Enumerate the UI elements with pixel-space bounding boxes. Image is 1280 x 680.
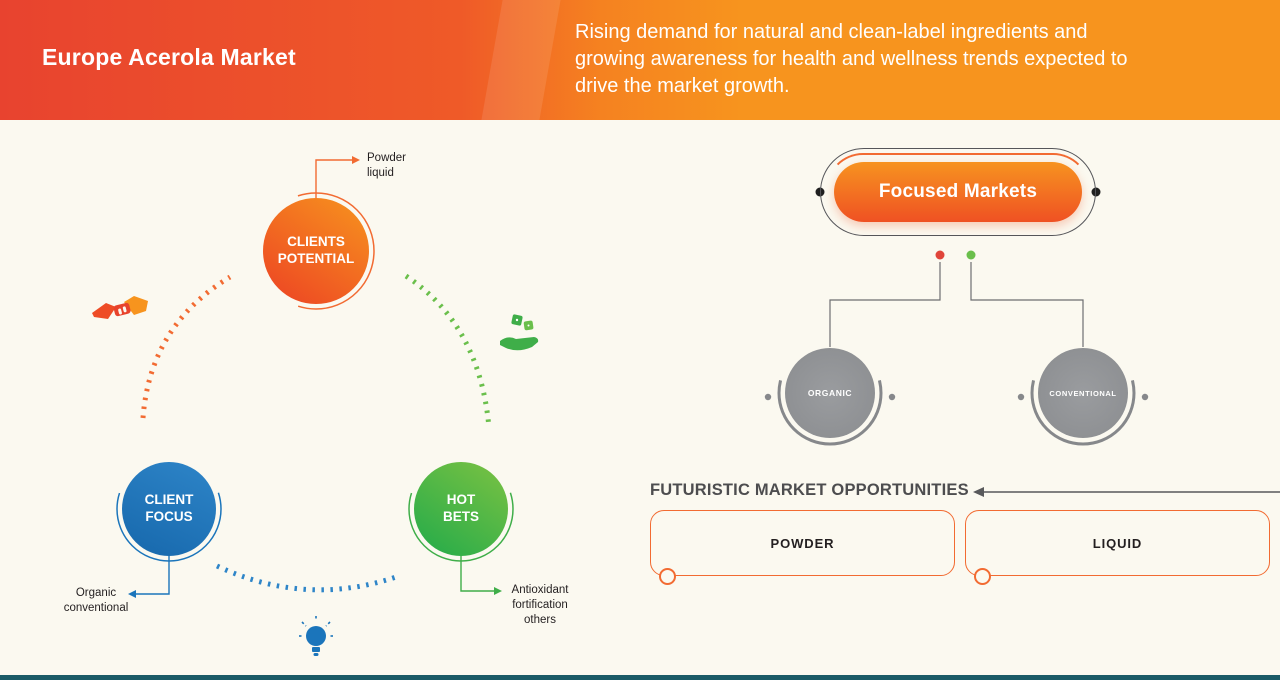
handshake-icon	[92, 296, 148, 319]
segment-organic: ORGANIC	[785, 348, 875, 438]
opportunity-liquid-label: LIQUID	[1092, 535, 1143, 551]
callout-antioxidant-line3: others	[524, 614, 556, 626]
opportunity-powder-ring	[659, 568, 676, 585]
branch-line-organic	[829, 262, 941, 347]
callout-antioxidant: Antioxidant fortification others	[498, 583, 582, 628]
focused-markets-orange-arc	[826, 153, 1090, 227]
connector-powder-liquid	[315, 159, 352, 198]
header-description-line3: drive the market growth.	[575, 75, 790, 97]
node-hot-bets: HOT BETS	[414, 462, 508, 556]
opportunity-box-liquid: LIQUID	[965, 510, 1270, 576]
branch-line-conventional	[970, 262, 1084, 347]
lightbulb-icon	[299, 616, 333, 656]
arrowhead-powder	[352, 156, 360, 164]
node-hot-bets-line2: BETS	[442, 509, 479, 524]
conventional-right-dot	[1141, 393, 1149, 401]
lightbulb-rays	[299, 616, 333, 637]
dotted-arc-orange	[140, 274, 232, 419]
callout-antioxidant-line2: fortification	[512, 599, 568, 611]
conventional-left-dot	[1017, 393, 1025, 401]
dotted-arc-green	[404, 273, 492, 429]
node-client-focus: CLIENT FOCUS	[122, 462, 216, 556]
callout-organic-conventional: Organic conventional	[48, 586, 144, 616]
opportunities-arrowhead	[973, 487, 984, 497]
node-clients-potential: CLIENTS POTENTIAL	[263, 198, 369, 304]
callout-powder-line2: liquid	[367, 167, 394, 179]
node-client-focus-line2: FOCUS	[145, 509, 193, 524]
organic-left-dot	[764, 393, 772, 401]
callout-antioxidant-line1: Antioxidant	[511, 584, 569, 596]
header-diagonal-stripe	[481, 0, 561, 120]
focused-markets-outline	[820, 148, 1096, 236]
header-description: Rising demand for natural and clean-labe…	[575, 19, 1235, 100]
opportunities-title: FUTURISTIC MARKET OPPORTUNITIES	[650, 481, 969, 499]
branch-dot-conventional	[966, 250, 976, 260]
focused-markets-pill: Focused Markets	[834, 162, 1082, 222]
branch-dot-organic	[935, 250, 945, 260]
callout-organic-line2: conventional	[63, 602, 129, 614]
opportunity-box-powder: POWDER	[650, 510, 955, 576]
segment-conventional: CONVENTIONAL	[1038, 348, 1128, 438]
node-client-focus-line1: CLIENT	[144, 492, 194, 508]
header-description-line2: growing awareness for health and wellnes…	[575, 48, 1128, 70]
opportunity-liquid-ring	[974, 568, 991, 585]
opportunity-powder-label: POWDER	[770, 535, 835, 551]
organic-right-dot	[888, 393, 896, 401]
node-clients-potential-line1: CLIENTS	[287, 234, 345, 250]
header-description-line1: Rising demand for natural and clean-labe…	[575, 21, 1088, 43]
connector-antioxidant	[460, 556, 494, 592]
callout-powder-liquid: Powder liquid	[367, 151, 406, 181]
bottom-accent-bar	[0, 675, 1280, 680]
header-banner: Europe Acerola Market Rising demand for …	[0, 0, 1280, 120]
node-clients-potential-line2: POTENTIAL	[277, 251, 355, 266]
dice-hand-icon	[500, 314, 539, 351]
dotted-arc-blue	[215, 563, 400, 593]
page-title: Europe Acerola Market	[42, 44, 296, 70]
node-hot-bets-line1: HOT	[446, 492, 476, 508]
callout-organic-line1: Organic	[75, 587, 117, 599]
callout-powder-line1: Powder	[367, 152, 406, 164]
